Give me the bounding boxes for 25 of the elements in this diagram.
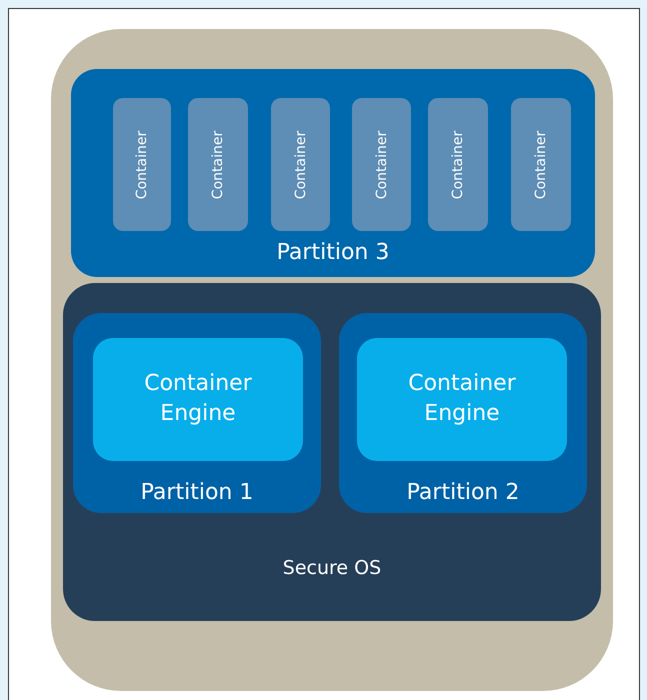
container-box (352, 98, 411, 231)
node-label: Partition 3 (276, 240, 390, 265)
node-label: Container (533, 130, 549, 199)
node-label: Partition 2 (406, 480, 520, 505)
node-label: Partition 1 (140, 480, 254, 505)
node-label: Secure OS (282, 557, 382, 579)
container-box (511, 98, 571, 231)
node-label: Container (210, 130, 226, 199)
container-box (271, 98, 330, 231)
node-label: Container (374, 130, 390, 199)
container-box (113, 98, 171, 231)
container-box (428, 98, 488, 231)
node-label: Container Engine (143, 370, 253, 428)
outer-board (51, 29, 613, 691)
node-label: Container (134, 130, 150, 199)
partition-box (71, 69, 595, 277)
node-label: Container (450, 130, 466, 199)
partition-box (339, 313, 587, 513)
node-label: Container Engine (407, 370, 517, 428)
engine-box (357, 338, 567, 461)
partition-box (63, 283, 601, 621)
engine-box (93, 338, 303, 461)
node-label: Container (292, 130, 308, 199)
container-box (188, 98, 248, 231)
partition-box (73, 313, 321, 513)
